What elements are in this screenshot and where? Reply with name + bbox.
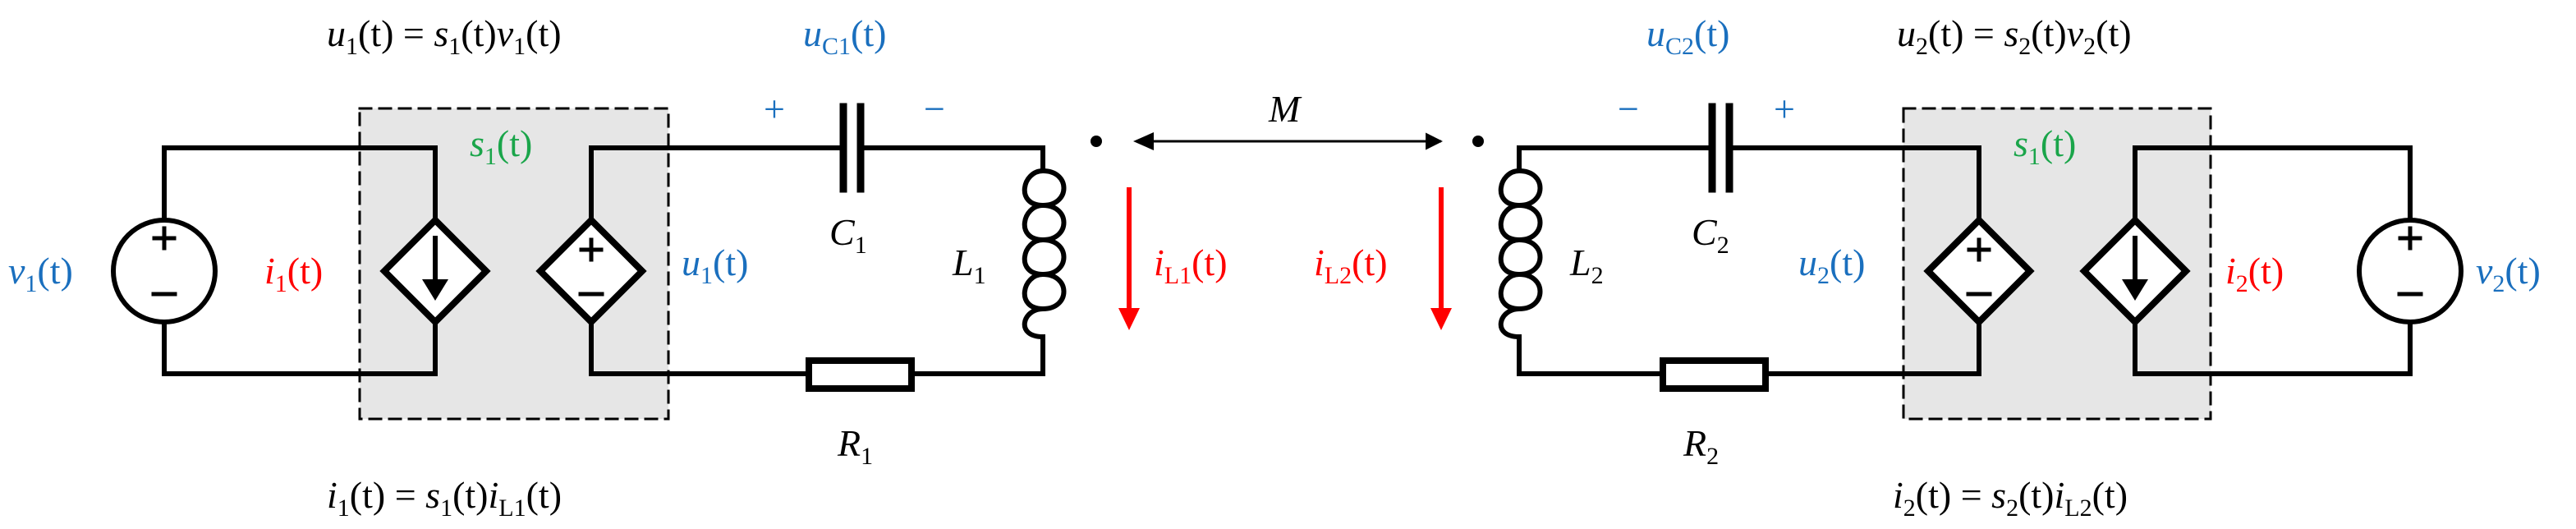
label-l1: L1 — [952, 242, 986, 289]
right-main-wire — [1517, 145, 1981, 376]
dot-l2 — [1472, 136, 1484, 147]
capacitor-c2 — [1656, 103, 1786, 193]
label-c1: C1 — [829, 211, 867, 259]
controlled-current-source-1 — [379, 215, 491, 327]
label-r2: R2 — [1683, 422, 1719, 470]
voltage-source-v1 — [111, 218, 218, 324]
inductor-l2 — [1498, 168, 1543, 340]
label-v1: v1(t) — [8, 250, 73, 297]
label-il2: iL2(t) — [1314, 242, 1388, 289]
label-uc2: uC2(t) — [1646, 12, 1729, 60]
left-source-wire — [162, 145, 438, 376]
right-circuit — [1498, 103, 2464, 421]
label-i2: i2(t) — [2225, 250, 2284, 297]
label-uc1: uC1(t) — [803, 12, 886, 60]
controlled-voltage-source-1 — [535, 215, 647, 327]
plus-c2: + — [1774, 88, 1795, 130]
equation-u2: u2(t) = s2(t)v2(t) — [1897, 12, 2132, 60]
inductor-l1 — [1022, 168, 1067, 340]
resistor-r2 — [1660, 357, 1769, 392]
left-circuit — [111, 103, 1067, 421]
left-main-wire — [589, 145, 1045, 376]
label-m: M — [1268, 88, 1302, 130]
label-s1-right: s1(t) — [2014, 122, 2076, 170]
voltage-source-v2 — [2357, 218, 2464, 324]
label-i1: i1(t) — [264, 250, 323, 297]
label-r1: R1 — [837, 422, 873, 470]
label-il1: iL1(t) — [1154, 242, 1228, 289]
label-v2: v2(t) — [2476, 250, 2541, 297]
label-u2: u2(t) — [1798, 242, 1865, 289]
label-s1-left: s1(t) — [470, 122, 532, 170]
resistor-r1 — [806, 357, 915, 392]
label-u1: u1(t) — [682, 242, 748, 289]
equation-u1: u1(t) = s1(t)v1(t) — [327, 12, 562, 60]
equation-i1: i1(t) = s1(t)iL1(t) — [327, 474, 562, 522]
right-source-wire — [2133, 145, 2413, 376]
minus-c2: − — [1618, 88, 1639, 130]
controlled-current-source-2 — [2079, 215, 2191, 327]
controlled-voltage-source-2 — [1923, 215, 2035, 327]
label-l2: L2 — [1569, 242, 1604, 289]
label-c2: C2 — [1692, 211, 1729, 259]
minus-c1: − — [924, 88, 945, 130]
dot-l1 — [1091, 136, 1102, 147]
capacitor-c1 — [786, 103, 918, 193]
plus-c1: + — [764, 88, 785, 130]
equation-i2: i2(t) = s2(t)iL2(t) — [1893, 474, 2128, 522]
